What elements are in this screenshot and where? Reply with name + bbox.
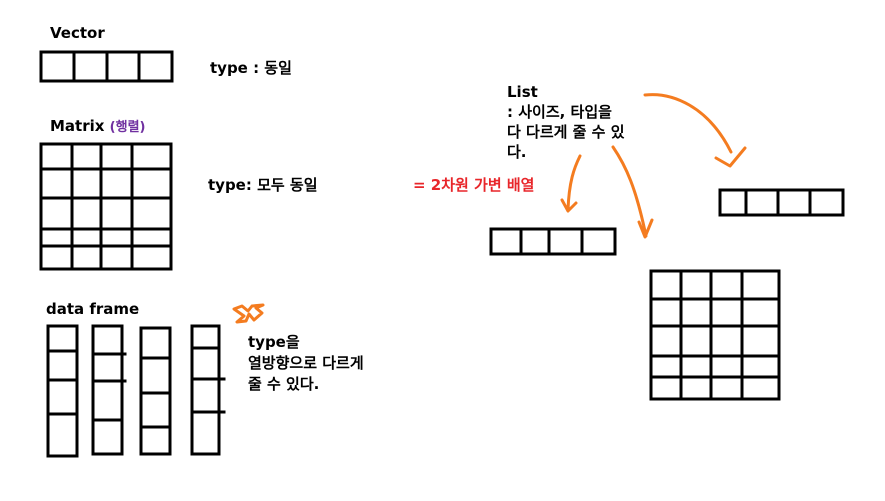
data-frame-title: data frame (46, 300, 140, 318)
list-desc-line-2: 다 다르게 줄 수 있 (507, 123, 625, 141)
vector-shape (39, 50, 174, 83)
arrow-to-vector-right (643, 93, 747, 168)
arrow-to-list-matrix (611, 145, 654, 239)
data-frame-column-4 (190, 324, 226, 456)
vector-type-note: type : 동일 (210, 59, 292, 77)
matrix-type-note: type: 모두 동일 (208, 176, 318, 194)
matrix-title: Matrix (50, 117, 105, 135)
data-frame-column-2 (91, 324, 127, 456)
star-icon (232, 303, 265, 324)
data-frame-note-line-1: type을 (248, 333, 300, 351)
data-frame-column-3 (139, 326, 172, 456)
vector-title: Vector (50, 24, 105, 42)
data-frame-note-line-2: 열방향으로 다르게 (248, 354, 364, 372)
matrix-title-group: Matrix (행렬) (50, 116, 145, 138)
list-vector-right (718, 188, 845, 217)
data-frame-note-line-3: 줄 수 있다. (248, 375, 320, 393)
matrix-shape (39, 142, 173, 271)
arrow-to-vector-middle (560, 154, 582, 213)
matrix-array-note: = 2차원 가변 배열 (413, 176, 535, 194)
list-desc-line-1: : 사이즈, 타입을 (507, 103, 612, 121)
list-vector-middle (489, 227, 617, 256)
list-title: List (507, 83, 538, 101)
list-desc-line-3: 다. (507, 143, 527, 161)
list-matrix (649, 269, 781, 401)
matrix-title-korean: (행렬) (109, 120, 146, 135)
data-frame-column-1 (46, 324, 79, 458)
